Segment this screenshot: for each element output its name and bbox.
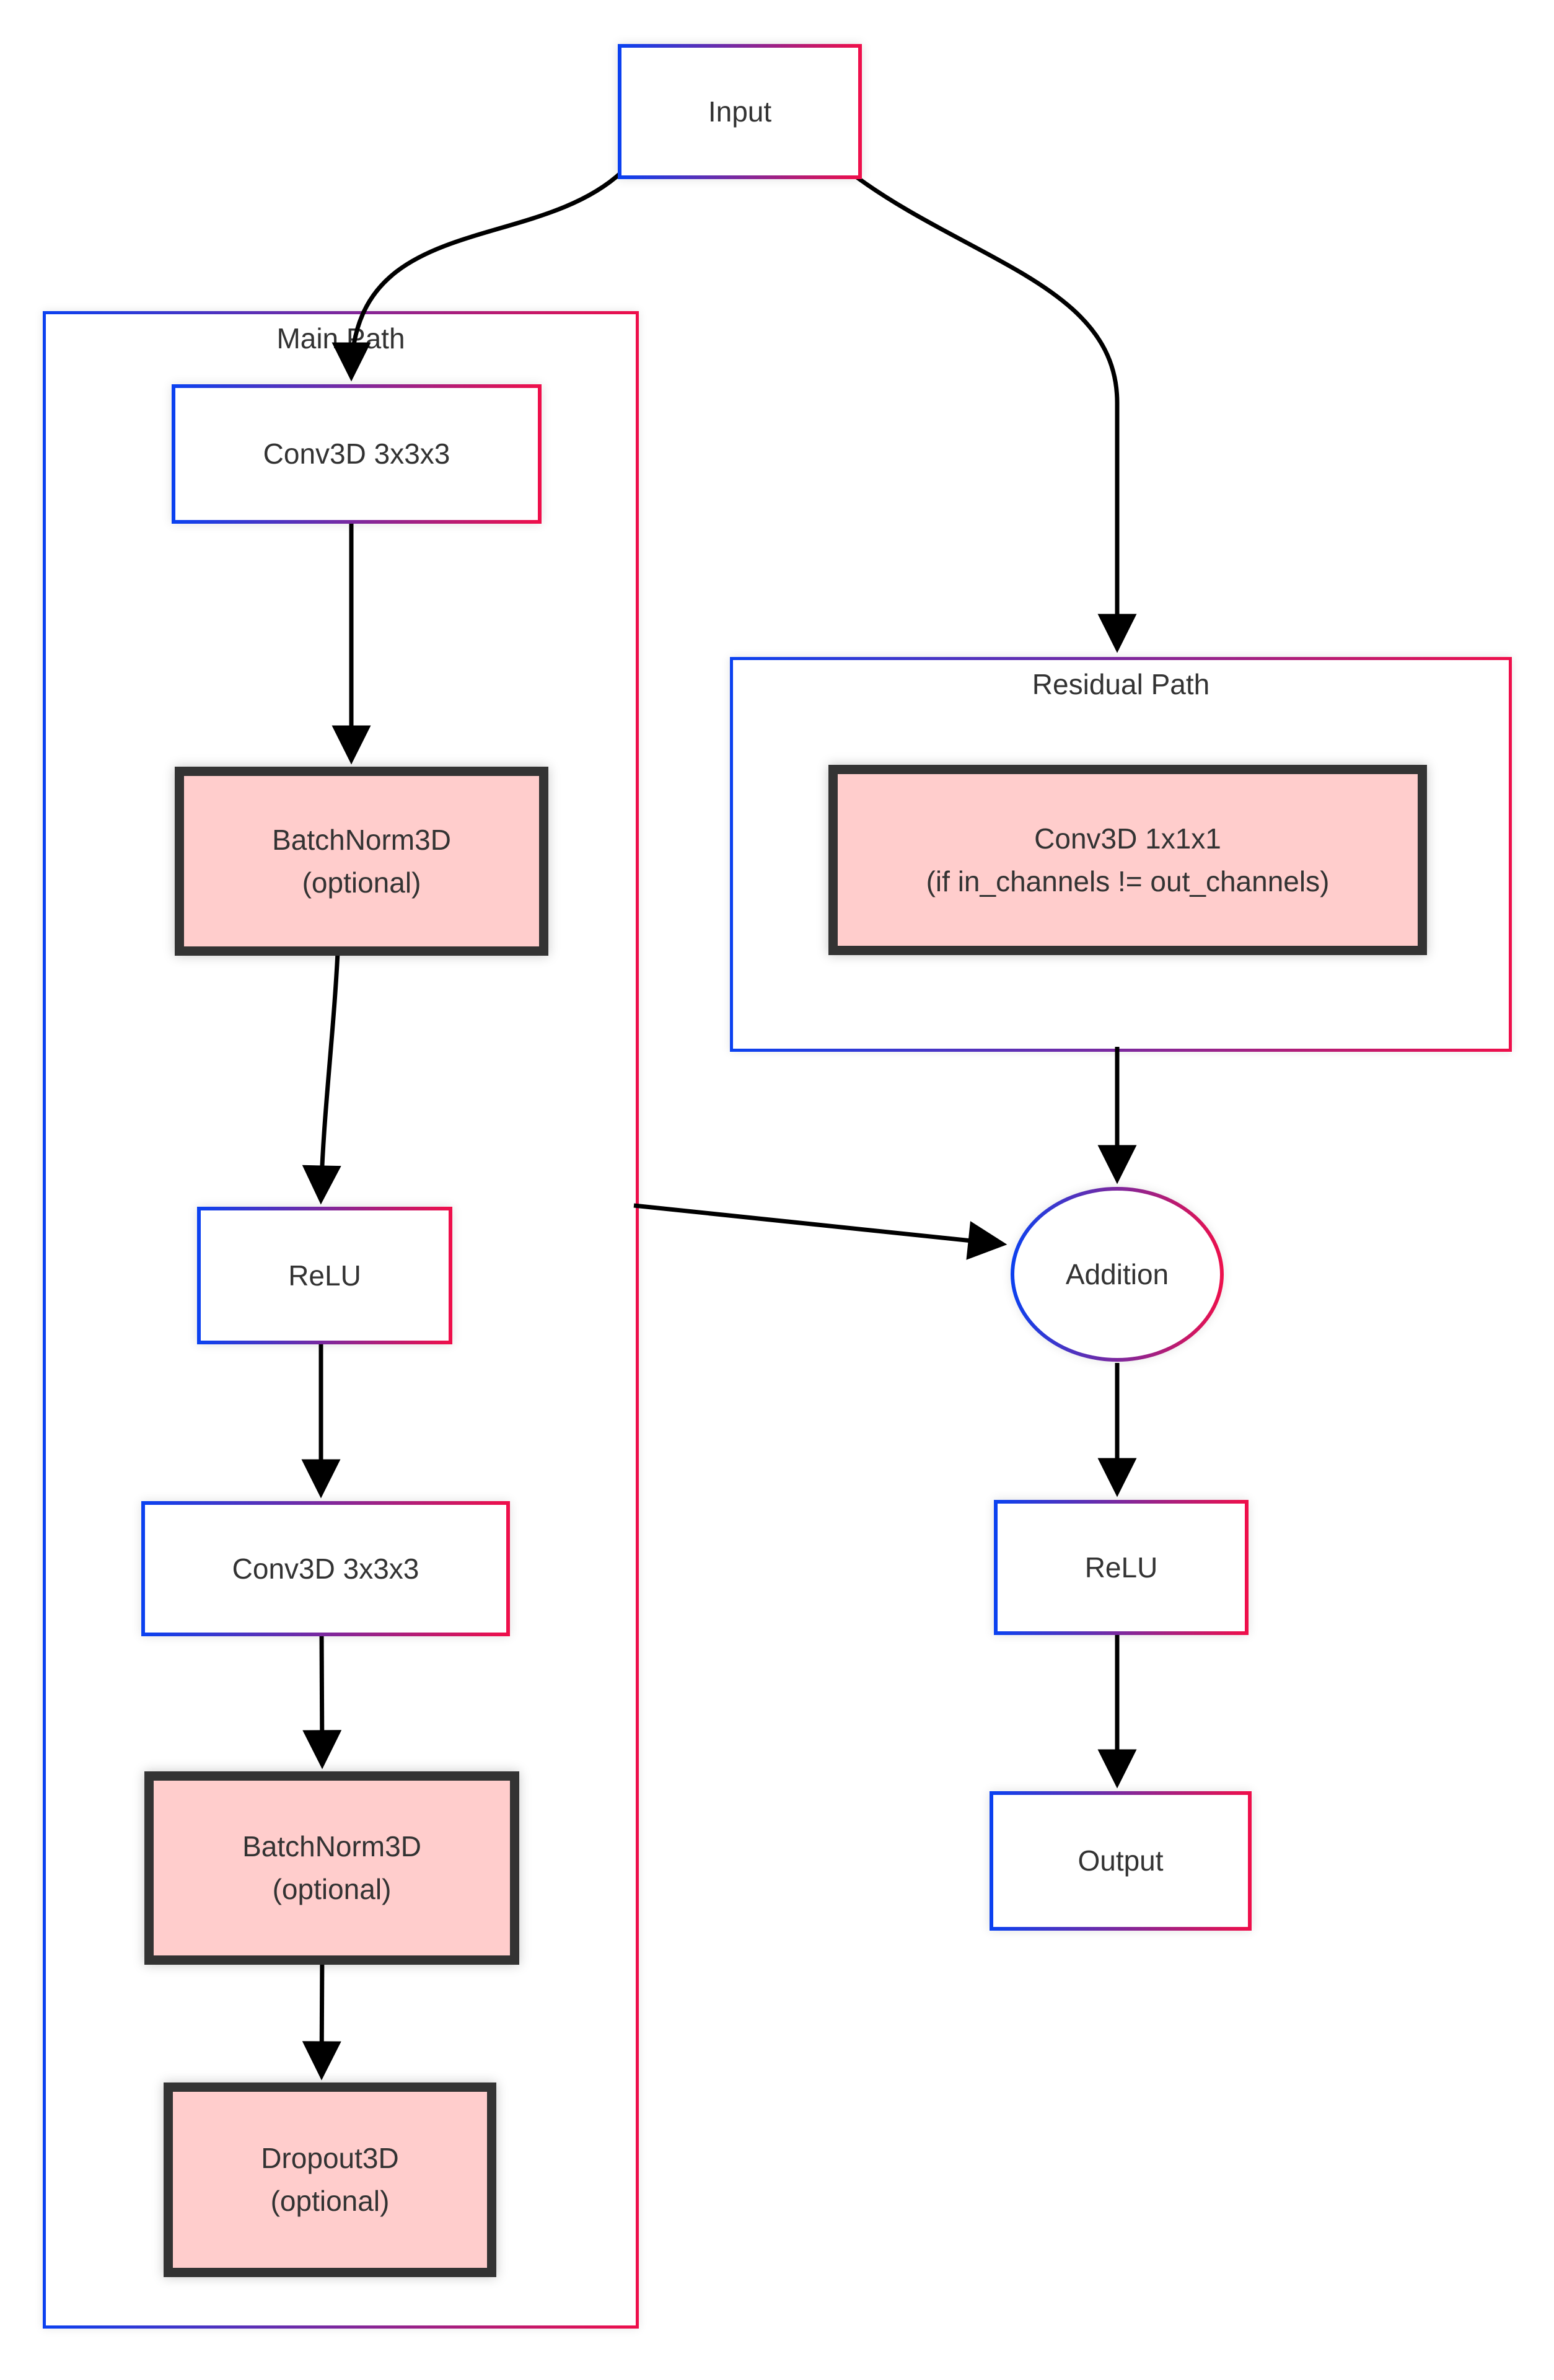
edge-input-to-conv1 [331, 170, 623, 382]
output-node-label: Output [1078, 1844, 1164, 1877]
batchnorm3d-node-1-sublabel: (optional) [302, 866, 421, 899]
batchnorm3d-node-2: BatchNorm3D (optional) [144, 1771, 519, 1965]
edge-main-path-to-addition [633, 1203, 1007, 1260]
output-node: Output [990, 1791, 1252, 1931]
conv3d-3x3x3-node-2-label: Conv3D 3x3x3 [232, 1552, 419, 1585]
conv3d-3x3x3-node-1-label: Conv3D 3x3x3 [263, 438, 450, 470]
relu-out-node-label: ReLU [1084, 1551, 1158, 1584]
batchnorm3d-node-1: BatchNorm3D (optional) [175, 767, 548, 956]
conv3d-1x1x1-node-sublabel: (if in_channels != out_channels) [926, 865, 1330, 897]
relu-main-node-label: ReLU [288, 1259, 361, 1292]
residual-path-label: Residual Path [1032, 668, 1210, 700]
batchnorm3d-node-2-label: BatchNorm3D [242, 1830, 421, 1862]
dropout3d-node-sublabel: (optional) [270, 2185, 390, 2217]
addition-node: Addition [1011, 1187, 1224, 1362]
relu-out-node: ReLU [994, 1500, 1249, 1635]
edge-bn1-to-relu [302, 938, 341, 1205]
batchnorm3d-node-2-sublabel: (optional) [272, 1873, 392, 1905]
dropout3d-node-label: Dropout3D [261, 2142, 399, 2174]
edge-input-to-residual-path [848, 170, 1137, 653]
input-node: Input [618, 44, 862, 179]
conv3d-3x3x3-node-1: Conv3D 3x3x3 [172, 384, 542, 524]
conv3d-1x1x1-node-label: Conv3D 1x1x1 [1034, 822, 1221, 855]
relu-main-node: ReLU [197, 1207, 452, 1344]
dropout3d-node: Dropout3D (optional) [164, 2082, 496, 2277]
conv3d-3x3x3-node-2: Conv3D 3x3x3 [141, 1501, 510, 1636]
input-node-label: Input [708, 95, 772, 128]
conv3d-1x1x1-node: Conv3D 1x1x1 (if in_channels != out_chan… [828, 765, 1427, 955]
addition-node-face: Addition [1014, 1191, 1220, 1358]
batchnorm3d-node-1-label: BatchNorm3D [272, 823, 451, 856]
addition-node-label: Addition [1065, 1258, 1169, 1290]
